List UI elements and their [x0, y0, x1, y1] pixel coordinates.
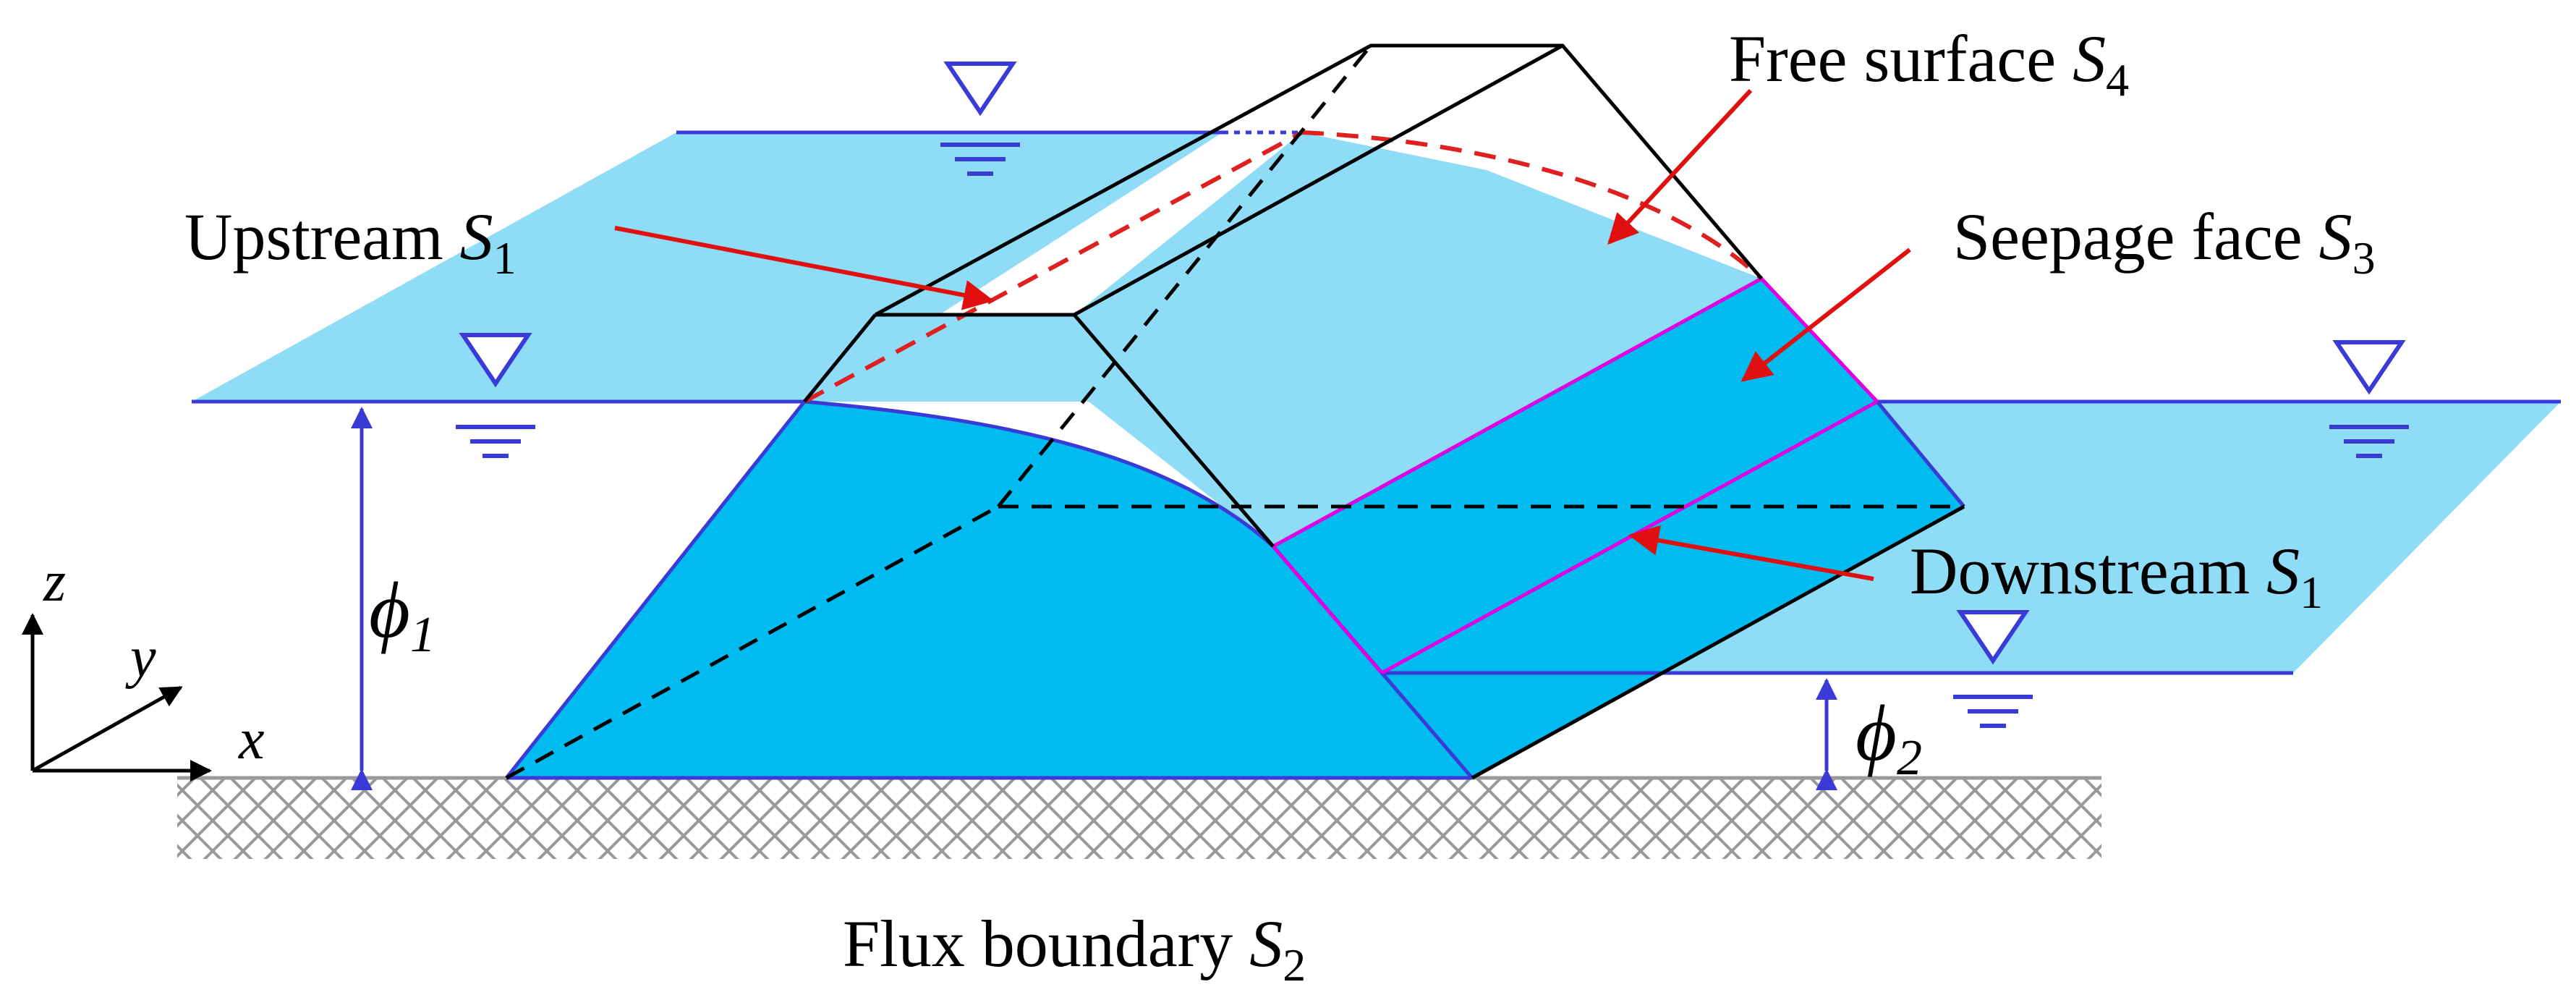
downstream-pointer — [1628, 525, 1874, 581]
seepage-top-edge — [1272, 276, 1763, 549]
seepage-face-label: Seepage face S3 — [1953, 200, 2376, 284]
y-axis-arrow — [31, 685, 183, 773]
downstream-back-edge — [1876, 400, 1965, 508]
upstream-label: Upstream S1 — [184, 200, 517, 284]
upstream-head-label: ϕ1 — [369, 566, 435, 663]
upstream-face-edge — [505, 400, 806, 779]
upstream-reservoir — [192, 132, 1223, 402]
water-level-triangle-icon — [940, 62, 1020, 176]
hidden-base-diagonal — [505, 504, 1000, 780]
downstream-head-label: ϕ2 — [1856, 689, 1922, 786]
water-level-triangle-icon — [2329, 340, 2409, 458]
dam-crest-outline — [874, 43, 1763, 317]
phreatic-curve-front — [804, 399, 1275, 548]
seepage-front-edge — [1272, 545, 1383, 674]
x-axis-label: x — [238, 708, 265, 771]
free-surface-label: Free surface S4 — [1729, 22, 2129, 106]
downstream-base-right-edge — [1471, 504, 1965, 780]
water-level-triangle-icon — [456, 333, 535, 458]
z-axis-label: z — [43, 550, 66, 614]
dam-saturated-zone — [506, 402, 1472, 778]
downstream-toe-zone — [1382, 402, 1964, 778]
y-axis-label: y — [125, 626, 156, 690]
seepage-face-zone — [1273, 279, 1877, 673]
downstream-label: Downstream S1 — [1910, 534, 2323, 618]
free-surface-pointer — [1607, 88, 1753, 245]
seepage-face-pointer — [1740, 247, 1911, 382]
upstream-slope-top-edge — [803, 313, 877, 403]
flux-boundary-label: Flux boundary S2 — [843, 907, 1306, 991]
free-surface-upstream-dashed — [803, 130, 1304, 404]
upstream-pointer — [614, 226, 995, 310]
ground-hatch — [177, 778, 2101, 859]
seepage-back-edge — [1760, 277, 1879, 403]
free-surface-curve — [1301, 130, 1764, 281]
crest-right-edge — [1073, 43, 1564, 317]
water-level-triangle-icon — [1953, 610, 2033, 728]
